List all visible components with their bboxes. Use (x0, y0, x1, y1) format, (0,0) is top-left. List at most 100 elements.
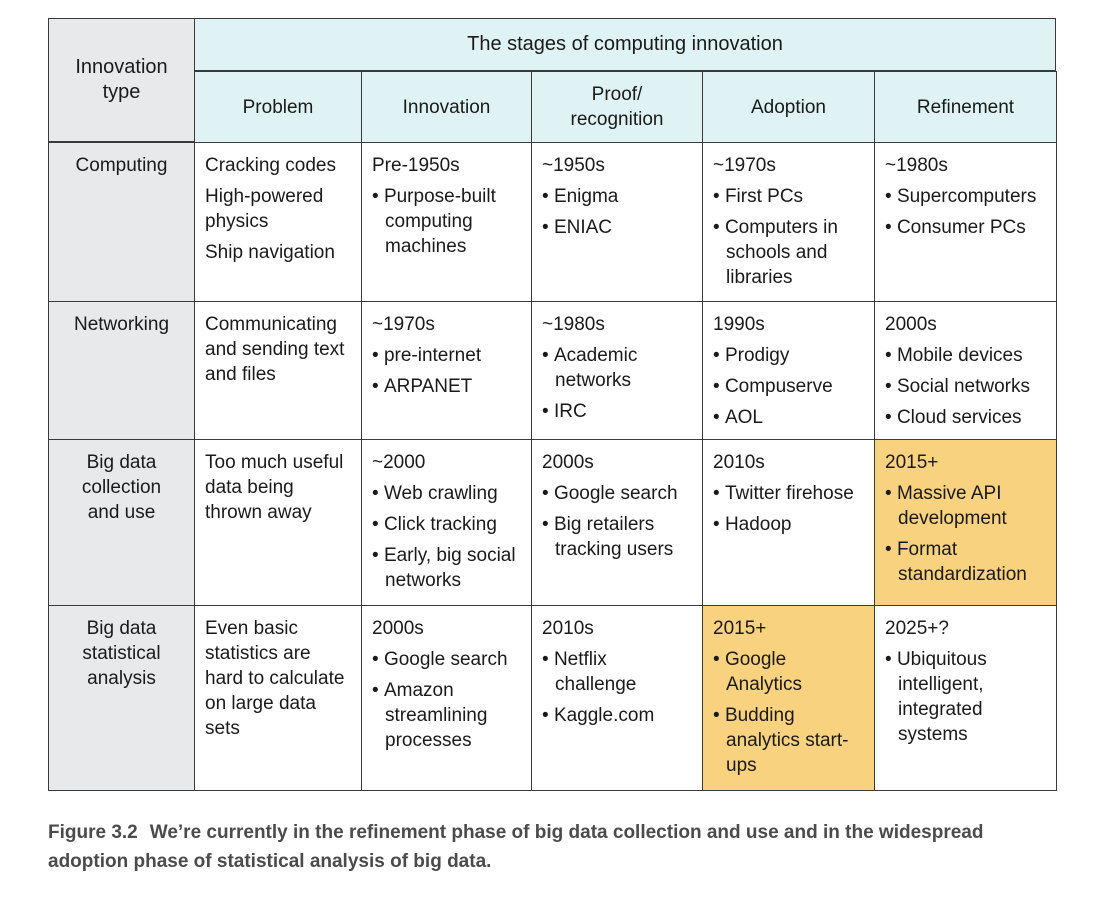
stage-bullet-item: Mobile devices (885, 343, 1046, 368)
stage-cell: 1990sProdigyCompuserveAOL (702, 301, 875, 440)
stage-bullet-item: Early, big social networks (372, 543, 521, 593)
row-header-label: Networking (73, 314, 170, 335)
stage-bullet-item: Twitter firehose (713, 481, 864, 506)
stage-period: 2015+ (713, 618, 767, 639)
stage-bullet-item: Supercomputers (885, 184, 1046, 209)
stage-bullet-item: Social networks (885, 374, 1046, 399)
stage-bullet-item: Budding analytics start-ups (713, 703, 864, 778)
stage-bullet-item: Big retailers tracking users (542, 512, 692, 562)
stage-cell: ~1950sEnigmaENIAC (531, 142, 703, 302)
stage-cell: ~1980sSupercomputersConsumer PCs (874, 142, 1057, 302)
stage-bullet-item: AOL (713, 405, 864, 430)
stage-cell: ~1970s pre-internetARPANET (361, 301, 532, 440)
stage-bullet-item: Consumer PCs (885, 215, 1046, 240)
row-header: Big data statistical analysis (48, 605, 195, 791)
stage-period: 2015+ (885, 452, 939, 473)
stage-period: 2000s (885, 314, 937, 335)
column-header: Adoption (702, 71, 875, 143)
stage-bullet-item: Format standardization (885, 537, 1046, 587)
stage-bullet-item: Compuserve (713, 374, 864, 399)
stage-bullet-item: Cloud services (885, 405, 1046, 430)
corner-header: Innovation type (48, 18, 195, 142)
stage-cell: 2025+? Ubiquitous intelligent, integrated… (874, 605, 1057, 791)
row-header: Computing (48, 142, 195, 302)
stage-bullet-item: Kaggle.com (542, 703, 692, 728)
stage-period: ~1970s (372, 314, 435, 335)
column-header-label: Problem (242, 96, 314, 118)
stage-period: ~1970s (713, 155, 776, 176)
group-header-label: The stages of computing innovation (467, 33, 783, 55)
innovation-stages-table: Innovation type The stages of computing … (48, 18, 1057, 791)
stage-period: ~2000 (372, 452, 426, 473)
stage-bullet-item: ARPANET (372, 374, 521, 399)
stage-bullet-item: Academic networks (542, 343, 692, 393)
stage-period: 2000s (372, 618, 424, 639)
stage-bullet-item: Amazon streamlining processes (372, 678, 521, 753)
column-header-label: Refinement (916, 96, 1015, 118)
stage-cell: 2010sTwitter firehoseHadoop (702, 439, 875, 606)
column-header: Problem (194, 71, 362, 143)
stage-bullet-item: pre-internet (372, 343, 521, 368)
stage-period: 2010s (713, 452, 765, 473)
stage-bullet-item: Purpose-built computing machines (372, 184, 521, 259)
column-header: Innovation (361, 71, 532, 143)
stage-bullet-item: Google Analytics (713, 647, 864, 697)
figure-caption-text: We’re currently in the refinement phase … (48, 822, 984, 872)
stage-cell: 2010sNetflix challengeKaggle.com (531, 605, 703, 791)
stage-bullet-item: Ubiquitous intelligent, integrated syste… (885, 647, 1046, 747)
stage-cell: 2000sGoogle searchAmazon streamlining pr… (361, 605, 532, 791)
stage-bullet-item: First PCs (713, 184, 864, 209)
problem-text: Communicating and sending text and files (205, 314, 345, 385)
figure-caption-label: Figure 3.2 (48, 822, 138, 843)
stage-period: ~1980s (542, 314, 605, 335)
problem-cell: Even basic statistics are hard to calcul… (194, 605, 362, 791)
stage-period: 2010s (542, 618, 594, 639)
stage-bullet-item: IRC (542, 399, 692, 424)
stage-cell: 2000sMobile devicesSocial networksCloud … (874, 301, 1057, 440)
stage-bullet-item: Enigma (542, 184, 692, 209)
stage-bullet-item: Computers in schools and libraries (713, 215, 864, 290)
stage-cell: ~1980sAcademic networksIRC (531, 301, 703, 440)
column-header: Proof/ recognition (531, 71, 703, 143)
stage-cell: 2015+ Google AnalyticsBudding analytics s… (702, 605, 875, 791)
stage-period: 2000s (542, 452, 594, 473)
row-header-label: Big data statistical analysis (82, 618, 161, 689)
stage-cell: Pre-1950sPurpose-built computing machine… (361, 142, 532, 302)
problem-cell: Too much useful data being thrown away (194, 439, 362, 606)
row-header: Big data collection and use (48, 439, 195, 606)
group-header: The stages of computing innovation (194, 18, 1056, 71)
column-header: Refinement (874, 71, 1057, 143)
stage-bullet-item: Google search (542, 481, 692, 506)
problem-text: High-powered physics (205, 186, 324, 232)
column-header-label: Innovation (402, 96, 491, 118)
problem-text: Cracking codes (205, 155, 336, 176)
stage-bullet-item: Netflix challenge (542, 647, 692, 697)
stage-cell: 2000sGoogle searchBig retailers tracking… (531, 439, 703, 606)
corner-label: Innovation type (75, 56, 168, 103)
stage-bullet-item: Hadoop (713, 512, 864, 537)
stage-bullet-item: ENIAC (542, 215, 692, 240)
problem-text: Even basic statistics are hard to calcul… (205, 618, 345, 739)
stage-period: 2025+? (885, 618, 949, 639)
column-header-label: Adoption (750, 96, 826, 118)
stage-period: 1990s (713, 314, 765, 335)
row-header-label: Computing (75, 155, 168, 176)
stage-cell: ~1970sFirst PCsComputers in schools and … (702, 142, 875, 302)
column-header-label: Proof/ recognition (570, 84, 664, 130)
stage-bullet-item: Massive API development (885, 481, 1046, 531)
stage-bullet-item: Prodigy (713, 343, 864, 368)
problem-text: Too much useful data being thrown away (205, 452, 344, 523)
stage-period: Pre-1950s (372, 155, 460, 176)
row-header-label: Big data collection and use (81, 452, 162, 523)
stage-bullet-item: Click tracking (372, 512, 521, 537)
stage-cell: ~2000Web crawlingClick trackingEarly, bi… (361, 439, 532, 606)
stage-period: ~1980s (885, 155, 948, 176)
stage-bullet-item: Google search (372, 647, 521, 672)
stage-bullet-item: Web crawling (372, 481, 521, 506)
stage-cell: 2015+ Massive API developmentFormat stand… (874, 439, 1057, 606)
problem-text: Ship navigation (205, 242, 335, 263)
stage-period: ~1950s (542, 155, 605, 176)
row-header: Networking (48, 301, 195, 440)
